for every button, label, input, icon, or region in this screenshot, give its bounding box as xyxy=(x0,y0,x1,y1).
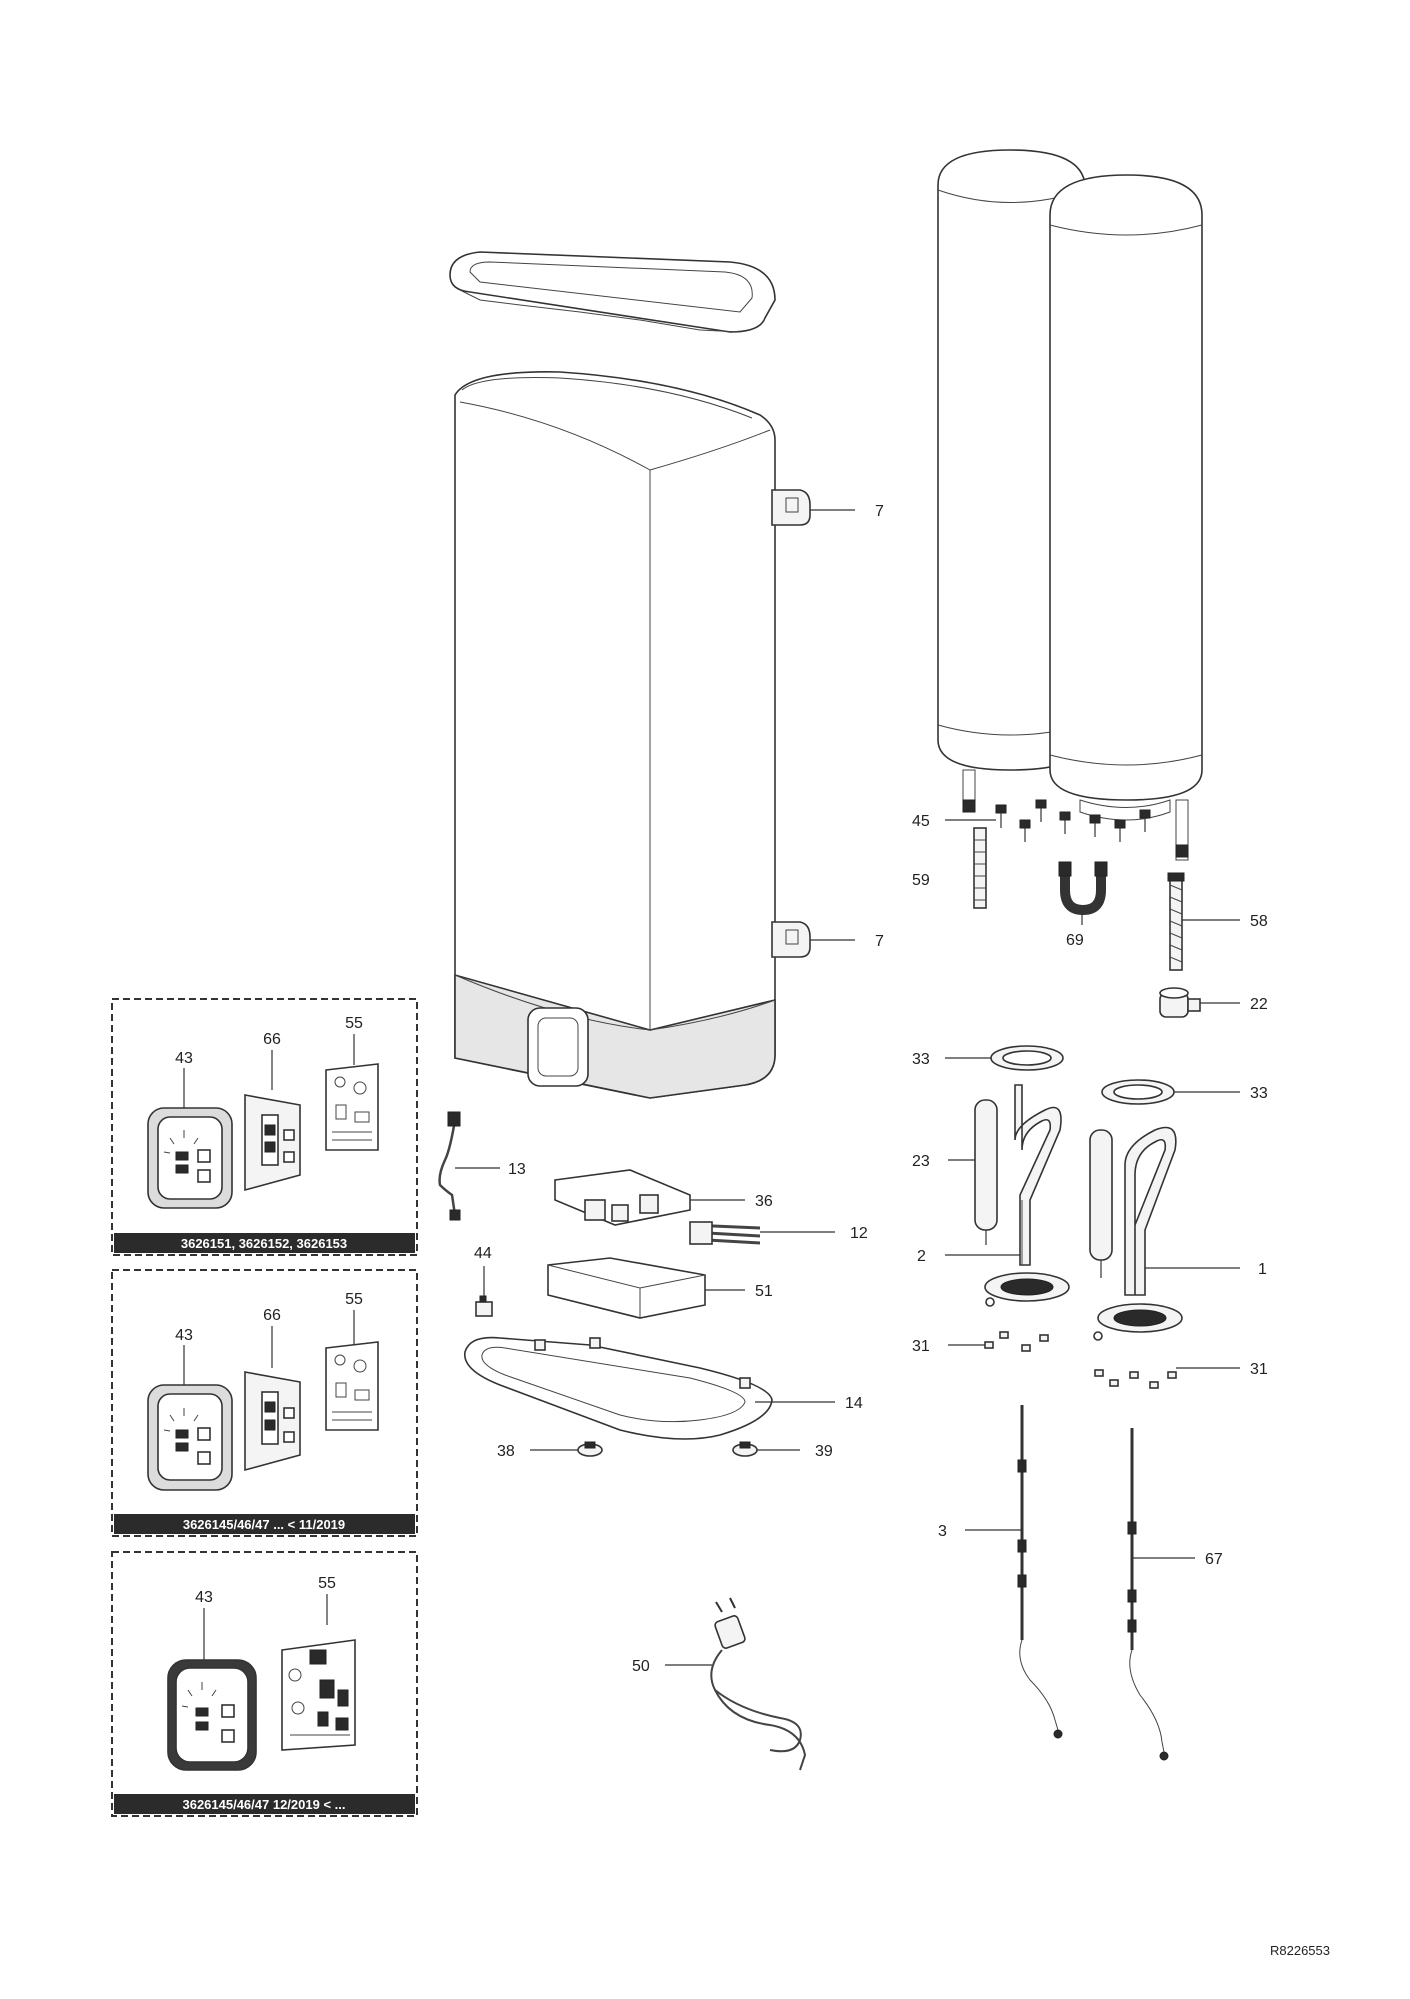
control-board-36 xyxy=(554,1169,691,1226)
spring-59 xyxy=(973,827,987,909)
wire-13 xyxy=(438,1111,461,1221)
inset3-label-55: 55 xyxy=(318,1575,336,1592)
inset3-label-43: 43 xyxy=(195,1589,213,1606)
inset1-label-55: 55 xyxy=(345,1015,363,1032)
probe-3 xyxy=(1017,1405,1063,1739)
inset-box-2: 3626145/46/47 ... < 11/2019 43 66 55 xyxy=(111,1269,418,1537)
label-2: 2 xyxy=(917,1248,926,1265)
control-panel-43 xyxy=(147,1107,233,1209)
inset-box-3-caption: 3626145/46/47 12/2019 < ... xyxy=(182,1797,345,1812)
label-13: 13 xyxy=(508,1161,526,1178)
cable-12 xyxy=(689,1221,761,1245)
tray-51 xyxy=(547,1257,706,1319)
label-1: 1 xyxy=(1258,1261,1267,1278)
inset-box-1-caption: 3626151, 3626152, 3626153 xyxy=(181,1236,347,1251)
foot-39 xyxy=(732,1441,758,1457)
label-7-bottom: 7 xyxy=(875,933,884,950)
gasket-33-right xyxy=(1101,1079,1175,1105)
inset2-label-66: 66 xyxy=(263,1307,281,1324)
label-39: 39 xyxy=(815,1443,833,1460)
label-23: 23 xyxy=(912,1153,930,1170)
label-22: 22 xyxy=(1250,996,1268,1013)
bottom-frame-14 xyxy=(464,1336,773,1440)
inset-box-1: 3626151, 3626152, 3626153 43 66 55 xyxy=(111,998,418,1256)
label-36: 36 xyxy=(755,1193,773,1210)
display-board-66 xyxy=(244,1371,301,1472)
reference-number: R8226553 xyxy=(1270,1943,1330,1958)
label-3: 3 xyxy=(938,1523,947,1540)
label-31-right: 31 xyxy=(1250,1361,1268,1378)
heating-element-2 xyxy=(984,1084,1070,1307)
control-panel-43 xyxy=(167,1659,257,1771)
label-67: 67 xyxy=(1205,1551,1223,1568)
screws-45 xyxy=(995,799,1151,842)
pcb-55 xyxy=(325,1063,379,1151)
label-38: 38 xyxy=(497,1443,515,1460)
inset1-label-66: 66 xyxy=(263,1031,281,1048)
label-44: 44 xyxy=(474,1245,492,1262)
label-69: 69 xyxy=(1066,932,1084,949)
top-cover xyxy=(449,251,776,333)
inset1-label-43: 43 xyxy=(175,1050,193,1067)
display-board-66 xyxy=(244,1094,301,1192)
control-panel-43 xyxy=(147,1384,233,1491)
label-58: 58 xyxy=(1250,913,1268,930)
label-33-left: 33 xyxy=(912,1051,930,1068)
label-51: 51 xyxy=(755,1283,773,1300)
inset2-label-43: 43 xyxy=(175,1327,193,1344)
inset2-label-55: 55 xyxy=(345,1291,363,1308)
connector-69 xyxy=(1058,861,1108,916)
leader-lines xyxy=(455,509,1240,1666)
terminal-44 xyxy=(475,1295,493,1317)
pcb-55 xyxy=(281,1639,356,1751)
inset-box-3: 3626145/46/47 12/2019 < ... 43 55 xyxy=(111,1551,418,1817)
anode-23 xyxy=(974,1099,998,1245)
label-12: 12 xyxy=(850,1225,868,1242)
label-31-left: 31 xyxy=(912,1338,930,1355)
foot-38 xyxy=(577,1441,603,1457)
label-50: 50 xyxy=(632,1658,650,1675)
label-7-top: 7 xyxy=(875,503,884,520)
label-14: 14 xyxy=(845,1395,863,1412)
label-45: 45 xyxy=(912,813,930,830)
flex-hose-58 xyxy=(1167,872,1185,971)
anode-right xyxy=(1089,1129,1113,1278)
main-casing xyxy=(454,371,811,1099)
gasket-33-left xyxy=(990,1045,1064,1071)
probe-67 xyxy=(1127,1428,1169,1761)
valve-22 xyxy=(1159,987,1201,1018)
heating-element-1 xyxy=(1093,1126,1183,1341)
power-cable-50 xyxy=(710,1597,807,1771)
pcb-55 xyxy=(325,1341,379,1431)
inset-box-2-caption: 3626145/46/47 ... < 11/2019 xyxy=(183,1517,345,1532)
label-59: 59 xyxy=(912,872,930,889)
nuts-31 xyxy=(984,1331,1177,1389)
tank-right xyxy=(1049,174,1203,861)
label-33-right: 33 xyxy=(1250,1085,1268,1102)
